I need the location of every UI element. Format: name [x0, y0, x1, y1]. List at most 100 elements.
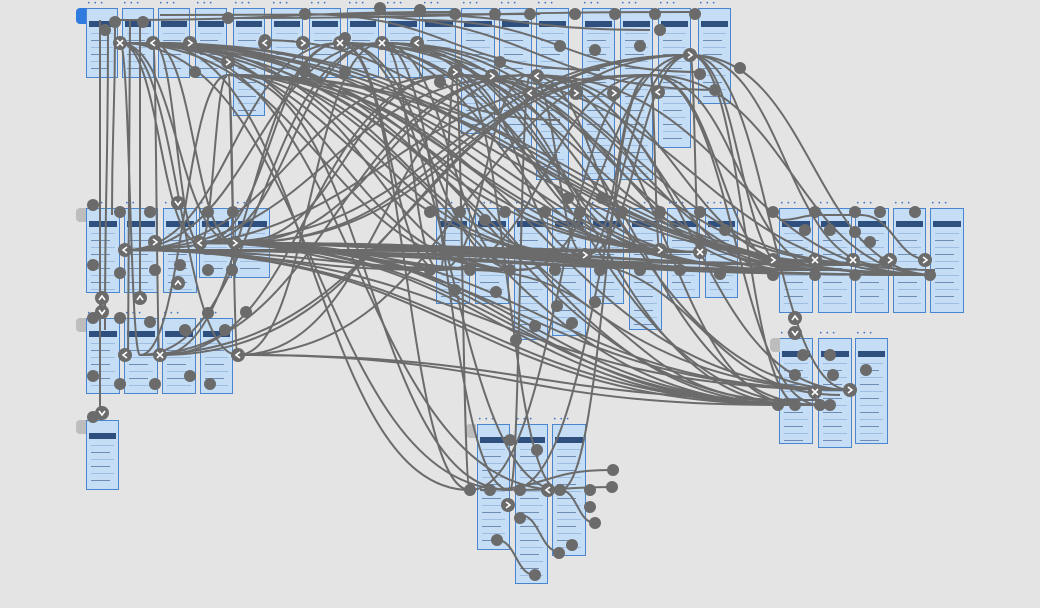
- link-handle-icon[interactable]: [524, 8, 536, 20]
- link-handle-icon[interactable]: [494, 56, 506, 68]
- link-handle-icon[interactable]: [616, 206, 628, 218]
- prototype-link[interactable]: [381, 42, 851, 391]
- prototype-link[interactable]: [139, 74, 229, 356]
- link-handle-icon[interactable]: [797, 349, 809, 361]
- artboard-menu-icon[interactable]: • • •: [234, 0, 251, 7]
- link-handle-icon[interactable]: [594, 264, 606, 276]
- prototype-link[interactable]: [227, 74, 936, 276]
- chevron-left-icon[interactable]: [523, 86, 537, 100]
- artboard-menu-icon[interactable]: • • •: [819, 330, 836, 337]
- link-handle-icon[interactable]: [174, 259, 186, 271]
- link-handle-icon[interactable]: [674, 264, 686, 276]
- link-handle-icon[interactable]: [87, 199, 99, 211]
- artboard-menu-icon[interactable]: • • •: [668, 200, 685, 207]
- prototype-link[interactable]: [124, 249, 851, 391]
- link-handle-icon[interactable]: [529, 569, 541, 581]
- link-handle-icon[interactable]: [874, 206, 886, 218]
- link-handle-icon[interactable]: [114, 312, 126, 324]
- prototype-link[interactable]: [649, 74, 831, 271]
- chevron-right-icon[interactable]: [683, 48, 697, 62]
- chevron-down-icon[interactable]: [95, 406, 109, 420]
- artboard-menu-icon[interactable]: • • •: [780, 200, 797, 207]
- link-handle-icon[interactable]: [734, 62, 746, 74]
- link-handle-icon[interactable]: [694, 206, 706, 218]
- artboard-menu-icon[interactable]: • • •: [125, 200, 142, 207]
- prototype-link[interactable]: [152, 42, 201, 244]
- link-handle-icon[interactable]: [226, 264, 238, 276]
- artboard-menu-icon[interactable]: • • •: [553, 416, 570, 423]
- link-handle-icon[interactable]: [551, 300, 563, 312]
- prototype-link[interactable]: [381, 42, 441, 271]
- artboard-menu-icon[interactable]: • • •: [819, 200, 836, 207]
- artboard-menu-icon[interactable]: • • •: [87, 0, 104, 7]
- artboard-thumbnail[interactable]: [86, 420, 119, 490]
- prototype-link[interactable]: [234, 242, 851, 391]
- artboard-menu-icon[interactable]: • • •: [583, 0, 600, 7]
- link-handle-icon[interactable]: [219, 324, 231, 336]
- chevron-right-icon[interactable]: [766, 253, 780, 267]
- link-handle-icon[interactable]: [553, 547, 565, 559]
- link-handle-icon[interactable]: [809, 269, 821, 281]
- link-handle-icon[interactable]: [849, 269, 861, 281]
- prototype-link[interactable]: [559, 74, 651, 491]
- chevron-down-icon[interactable]: [95, 305, 109, 319]
- chevron-up-icon[interactable]: [133, 291, 147, 305]
- link-handle-icon[interactable]: [566, 317, 578, 329]
- chevron-right-icon[interactable]: [228, 236, 242, 250]
- artboard-menu-icon[interactable]: • • •: [894, 200, 911, 207]
- artboard-menu-icon[interactable]: • • •: [515, 200, 532, 207]
- prototype-link[interactable]: [199, 74, 229, 244]
- link-handle-icon[interactable]: [827, 369, 839, 381]
- artboard-menu-icon[interactable]: • • •: [125, 310, 142, 317]
- prototype-link[interactable]: [139, 42, 383, 356]
- link-handle-icon[interactable]: [149, 378, 161, 390]
- chevron-down-icon[interactable]: [788, 326, 802, 340]
- link-handle-icon[interactable]: [240, 306, 252, 318]
- link-handle-icon[interactable]: [649, 8, 661, 20]
- artboard-thumbnail[interactable]: [86, 208, 120, 293]
- prototype-link[interactable]: [381, 42, 801, 406]
- link-handle-icon[interactable]: [114, 206, 126, 218]
- link-handle-icon[interactable]: [510, 334, 522, 346]
- link-handle-icon[interactable]: [299, 8, 311, 20]
- prototype-link[interactable]: [519, 486, 613, 491]
- prototype-link[interactable]: [139, 74, 531, 356]
- prototype-link[interactable]: [104, 29, 109, 331]
- chevron-right-icon[interactable]: [607, 86, 621, 100]
- prototype-link[interactable]: [529, 74, 801, 406]
- chevron-right-icon[interactable]: [918, 253, 932, 267]
- artboard-menu-icon[interactable]: • • •: [856, 330, 873, 337]
- link-handle-icon[interactable]: [424, 206, 436, 218]
- link-handle-icon[interactable]: [789, 399, 801, 411]
- prototype-link[interactable]: [237, 42, 383, 356]
- link-handle-icon[interactable]: [434, 76, 446, 88]
- link-handle-icon[interactable]: [909, 206, 921, 218]
- prototype-link[interactable]: [124, 74, 456, 251]
- swap-arrows-icon[interactable]: [333, 36, 347, 50]
- chevron-right-icon[interactable]: [883, 253, 897, 267]
- prototype-link[interactable]: [829, 269, 931, 276]
- swap-arrows-icon[interactable]: [808, 385, 822, 399]
- link-handle-icon[interactable]: [767, 269, 779, 281]
- artboard-menu-icon[interactable]: • • •: [123, 0, 140, 7]
- chevron-up-icon[interactable]: [171, 276, 185, 290]
- link-handle-icon[interactable]: [222, 12, 234, 24]
- prototype-link[interactable]: [381, 42, 831, 271]
- prototype-link[interactable]: [234, 242, 821, 406]
- link-handle-icon[interactable]: [339, 66, 351, 78]
- link-handle-icon[interactable]: [227, 206, 239, 218]
- link-handle-icon[interactable]: [824, 224, 836, 236]
- chevron-left-icon[interactable]: [410, 36, 424, 50]
- link-handle-icon[interactable]: [554, 40, 566, 52]
- flow-start-icon[interactable]: [76, 208, 86, 222]
- prototype-link[interactable]: [124, 42, 383, 251]
- link-handle-icon[interactable]: [114, 267, 126, 279]
- link-handle-icon[interactable]: [144, 316, 156, 328]
- link-handle-icon[interactable]: [799, 224, 811, 236]
- link-handle-icon[interactable]: [609, 8, 621, 20]
- prototype-link[interactable]: [237, 74, 531, 356]
- artboard-menu-icon[interactable]: • • •: [196, 0, 213, 7]
- prototype-link[interactable]: [199, 242, 821, 406]
- link-handle-icon[interactable]: [374, 2, 386, 14]
- artboard-menu-icon[interactable]: • • •: [931, 200, 948, 207]
